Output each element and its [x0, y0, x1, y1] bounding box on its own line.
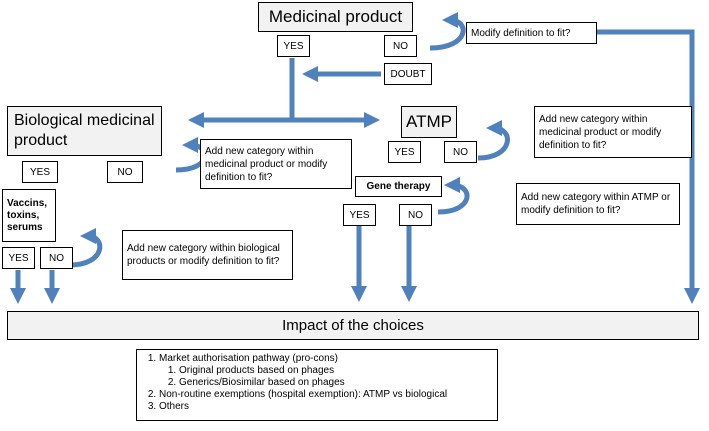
- arrow-modify-to-impact: [596, 29, 701, 304]
- gene-no-box: NO: [399, 204, 432, 226]
- medicinal-no-box: NO: [384, 35, 417, 57]
- biological-yes-box: YES: [22, 161, 58, 183]
- biological-no-box: NO: [107, 161, 143, 183]
- impact-item-1: Market authorisation pathway (pro-cons) …: [159, 353, 491, 389]
- modify-definition-note: Modify definition to fit?: [466, 22, 597, 44]
- impact-box: Impact of the choices: [7, 311, 699, 340]
- new-category-biological-note: Add new category within biological produ…: [122, 230, 293, 280]
- vaccins-box: Vaccins, toxins, serums: [2, 189, 56, 242]
- new-category-atmp-note: Add new category within ATMP or modify d…: [516, 183, 680, 225]
- biological-medicinal-product-box: Biological medicinal product: [7, 106, 162, 156]
- impact-list: Market authorisation pathway (pro-cons) …: [136, 349, 498, 421]
- impact-item-1-sub-2: Generics/Biosimilar based on phages: [179, 377, 491, 389]
- impact-item-1-sub-1: Original products based on phages: [179, 365, 491, 377]
- curve-arrow-vaccins: [69, 228, 103, 268]
- gene-yes-box: YES: [343, 204, 376, 226]
- impact-item-2: Non-routine exemptions (hospital exempti…: [159, 389, 491, 401]
- atmp-no-box: NO: [444, 141, 477, 163]
- doubt-box: DOUBT: [384, 63, 432, 85]
- atmp-yes-box: YES: [388, 141, 421, 163]
- new-category-medicinal-note-right: Add new category within medicinal produc…: [534, 106, 692, 158]
- curve-arrow-gene: [437, 177, 470, 215]
- new-category-medicinal-note-left: Add new category within medicinal produc…: [200, 139, 352, 189]
- curve-arrow-atmp: [477, 120, 510, 161]
- impact-item-1-text: Market authorisation pathway (pro-cons): [159, 353, 338, 364]
- medicinal-yes-box: YES: [277, 35, 310, 57]
- medicinal-product-box: Medicinal product: [258, 2, 413, 32]
- atmp-box: ATMP: [401, 106, 457, 138]
- impact-item-3: Others: [159, 401, 491, 413]
- vaccins-no-box: NO: [40, 247, 73, 269]
- gene-therapy-box: Gene therapy: [355, 176, 442, 197]
- curve-arrow-medicinal: [429, 12, 466, 51]
- vaccins-yes-box: YES: [2, 247, 35, 269]
